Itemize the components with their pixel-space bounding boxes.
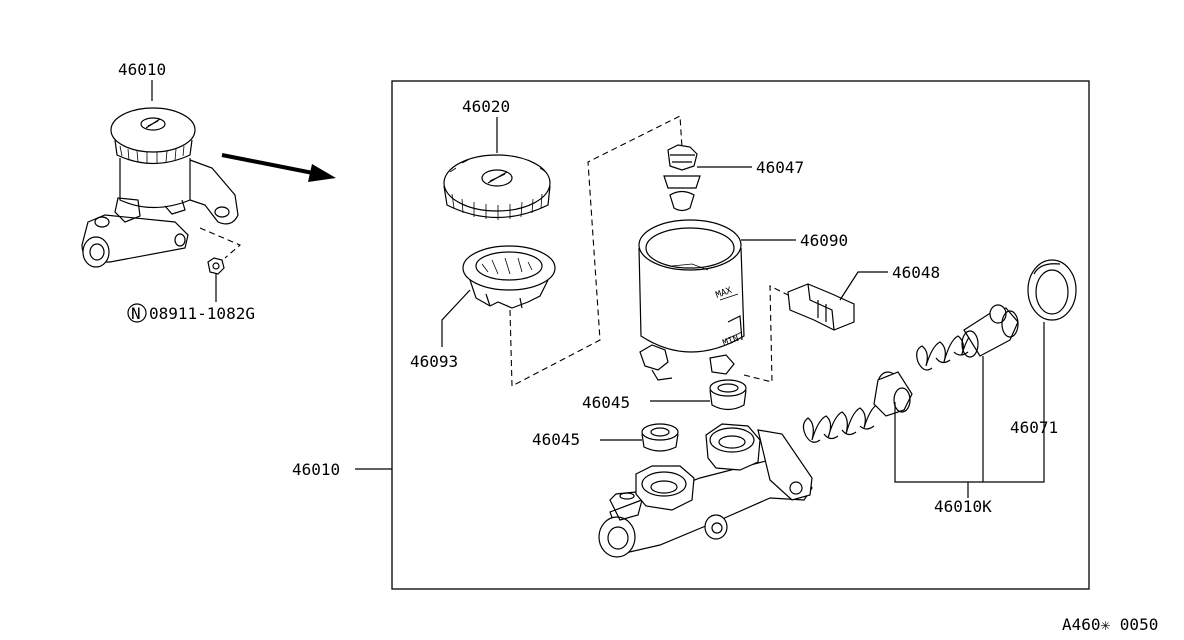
overview-cap [110,107,196,164]
secondary-piston-part [873,371,913,417]
seal-part [1027,259,1077,321]
connector-part [787,283,855,331]
svg-text:MIN: MIN [722,334,741,349]
cylinder-body-part [598,423,813,558]
connector-label: 46048 [892,263,940,282]
repair-kit-label: 46010K [934,497,992,516]
figure-code: A460✳ 0050 [1062,615,1158,634]
secondary-spring-part [802,403,879,443]
grommet-b-label: 46045 [532,430,580,449]
grommet-b-part [641,423,679,452]
reservoir-part: MAX MIN [638,219,745,381]
nut-callout: N 08911-1082G [127,303,255,323]
primary-piston-part [961,304,1019,358]
grommet-top-label: 46047 [756,158,804,177]
n-circle-icon [127,303,147,323]
filter-part [462,245,556,309]
overview-nut [207,257,225,302]
cap-part [443,154,551,220]
master-cylinder-label: 46010 [292,460,340,479]
cap-label: 46020 [462,97,510,116]
grommet-a-part [709,379,747,411]
grommet-top-part [663,144,701,212]
direction-arrow [221,153,336,182]
nut-part-label: 08911-1082G [149,304,255,323]
overview-part-label: 46010 [118,60,166,79]
primary-spring-part [916,329,977,371]
grommet-a-label: 46045 [582,393,630,412]
seal-label: 46071 [1010,418,1058,437]
filter-label: 46093 [410,352,458,371]
reservoir-label: 46090 [800,231,848,250]
nut-prefix: N [131,304,141,323]
overview-assembly [81,80,242,302]
detail-frame [391,80,1090,590]
